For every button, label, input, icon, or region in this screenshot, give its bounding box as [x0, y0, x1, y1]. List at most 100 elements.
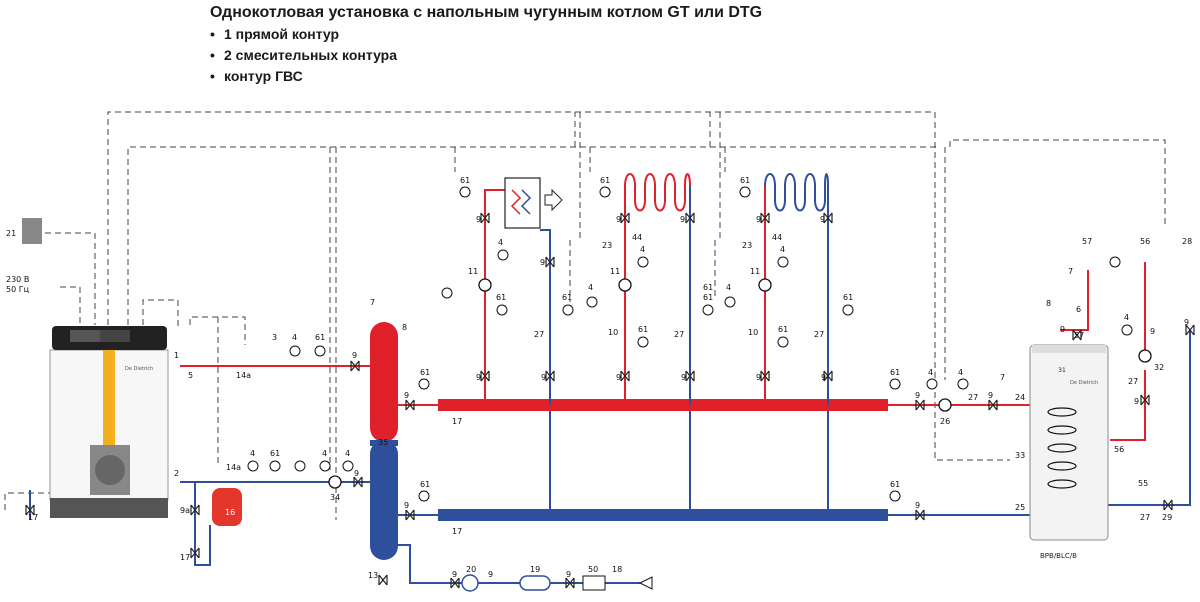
gauge-icon [724, 296, 736, 308]
label: 17 [180, 553, 190, 562]
label: 27 [534, 330, 544, 339]
boiler: De Dietrich [49, 326, 169, 518]
thermometer-icon [418, 378, 430, 390]
thermometer-icon [637, 336, 649, 348]
label: 8 [402, 323, 407, 332]
label: 7 [1000, 373, 1005, 382]
label: 9 [1060, 325, 1065, 334]
label: 9 [1184, 318, 1189, 327]
makeup-line-devices [461, 574, 653, 592]
title-block: Однокотловая установка с напольным чугун… [210, 4, 910, 87]
label: 4 [1124, 313, 1129, 322]
label: 20 [466, 565, 476, 574]
feature-item-label: контур ГВС [224, 68, 303, 84]
label: 61 [638, 325, 648, 334]
thermometer-icon [599, 186, 611, 198]
label: 57 [1082, 237, 1092, 246]
label-16: 16 [225, 508, 235, 517]
gauge-icon [1109, 256, 1121, 268]
label: 44 [632, 233, 642, 242]
label: 9 [616, 373, 621, 382]
label: 9 [988, 391, 993, 400]
thermometer-icon [459, 186, 471, 198]
gauge-icon [247, 460, 259, 472]
label: 4 [250, 449, 255, 458]
tank-brand: De Dietrich [1070, 380, 1098, 386]
gauge-icon [586, 296, 598, 308]
gauge-icon [289, 345, 301, 357]
label: 5 [188, 371, 193, 380]
label: 32 [1154, 363, 1164, 372]
label: 9 [821, 373, 826, 382]
thermometer-icon [842, 304, 854, 316]
label: 25 [1015, 503, 1025, 512]
thermometer-icon [777, 336, 789, 348]
label: 21 [6, 229, 16, 238]
control-wiring [4, 111, 1166, 520]
label: 7 [1068, 267, 1073, 276]
feature-item: •1 прямой контур [210, 24, 910, 45]
label: 24 [1015, 393, 1025, 402]
label: 11 [610, 267, 620, 276]
feature-item: •контур ГВС [210, 66, 910, 87]
label: 56 [1140, 237, 1150, 246]
label: 17 [452, 527, 462, 536]
thermometer-icon [418, 490, 430, 502]
thermometer-icon [314, 345, 326, 357]
thermometer-icon [739, 186, 751, 198]
label: 9 [452, 570, 457, 579]
thermometer-icon [269, 460, 281, 472]
label: 9 [1134, 397, 1139, 406]
feature-item-label: 2 смесительных контура [224, 47, 398, 63]
header-risers [549, 411, 829, 509]
thermometer-icon [294, 460, 306, 472]
boiler-brand: De Dietrich [125, 366, 153, 372]
label: 28 [1182, 237, 1192, 246]
label: 61 [740, 176, 750, 185]
label: 9 [566, 570, 571, 579]
label: 4 [588, 283, 593, 292]
label: 17 [452, 417, 462, 426]
label: 26 [940, 417, 950, 426]
label: 50 [588, 565, 598, 574]
hydraulic-separator [370, 322, 398, 560]
label: 27 [814, 330, 824, 339]
tank-model: BPB/BLC/B [1040, 552, 1077, 560]
gauge-icon [926, 378, 938, 390]
gauge-icon [497, 249, 509, 261]
label: 4 [780, 245, 785, 254]
label: 23 [602, 241, 612, 250]
label: 61 [890, 480, 900, 489]
label: 4 [640, 245, 645, 254]
label: 9 [488, 570, 493, 579]
gauge-icon [957, 378, 969, 390]
label: 9 [616, 215, 621, 224]
gauge-icon [441, 287, 453, 299]
label: 27 [674, 330, 684, 339]
thermometer-icon [702, 304, 714, 316]
label: 61 [315, 333, 325, 342]
component-labels: 21 230 В 50 Гц 1 2 5 14a 14a 3 4 61 9 7 … [6, 176, 1192, 580]
label: 27 [968, 393, 978, 402]
gauge-icon [342, 460, 354, 472]
label: 55 [1138, 479, 1148, 488]
label: 19 [530, 565, 540, 574]
label: 9 [756, 215, 761, 224]
label: 4 [345, 449, 350, 458]
label: 29 [1162, 513, 1172, 522]
dhw-tank: 31 De Dietrich BPB/BLC/B [1029, 344, 1109, 560]
thermometer-icon [889, 490, 901, 502]
pump-icon [478, 278, 492, 292]
label: 9 [915, 391, 920, 400]
label: 14a [236, 371, 251, 380]
label: 9 [404, 391, 409, 400]
label: 1 [174, 351, 179, 360]
label: 56 [1114, 445, 1124, 454]
label: 61 [496, 293, 506, 302]
label: 11 [468, 267, 478, 276]
label: 61 [843, 293, 853, 302]
label: 9 [756, 373, 761, 382]
bullet-icon: • [210, 47, 215, 63]
feature-item: • 2 смесительных контура [210, 45, 910, 66]
